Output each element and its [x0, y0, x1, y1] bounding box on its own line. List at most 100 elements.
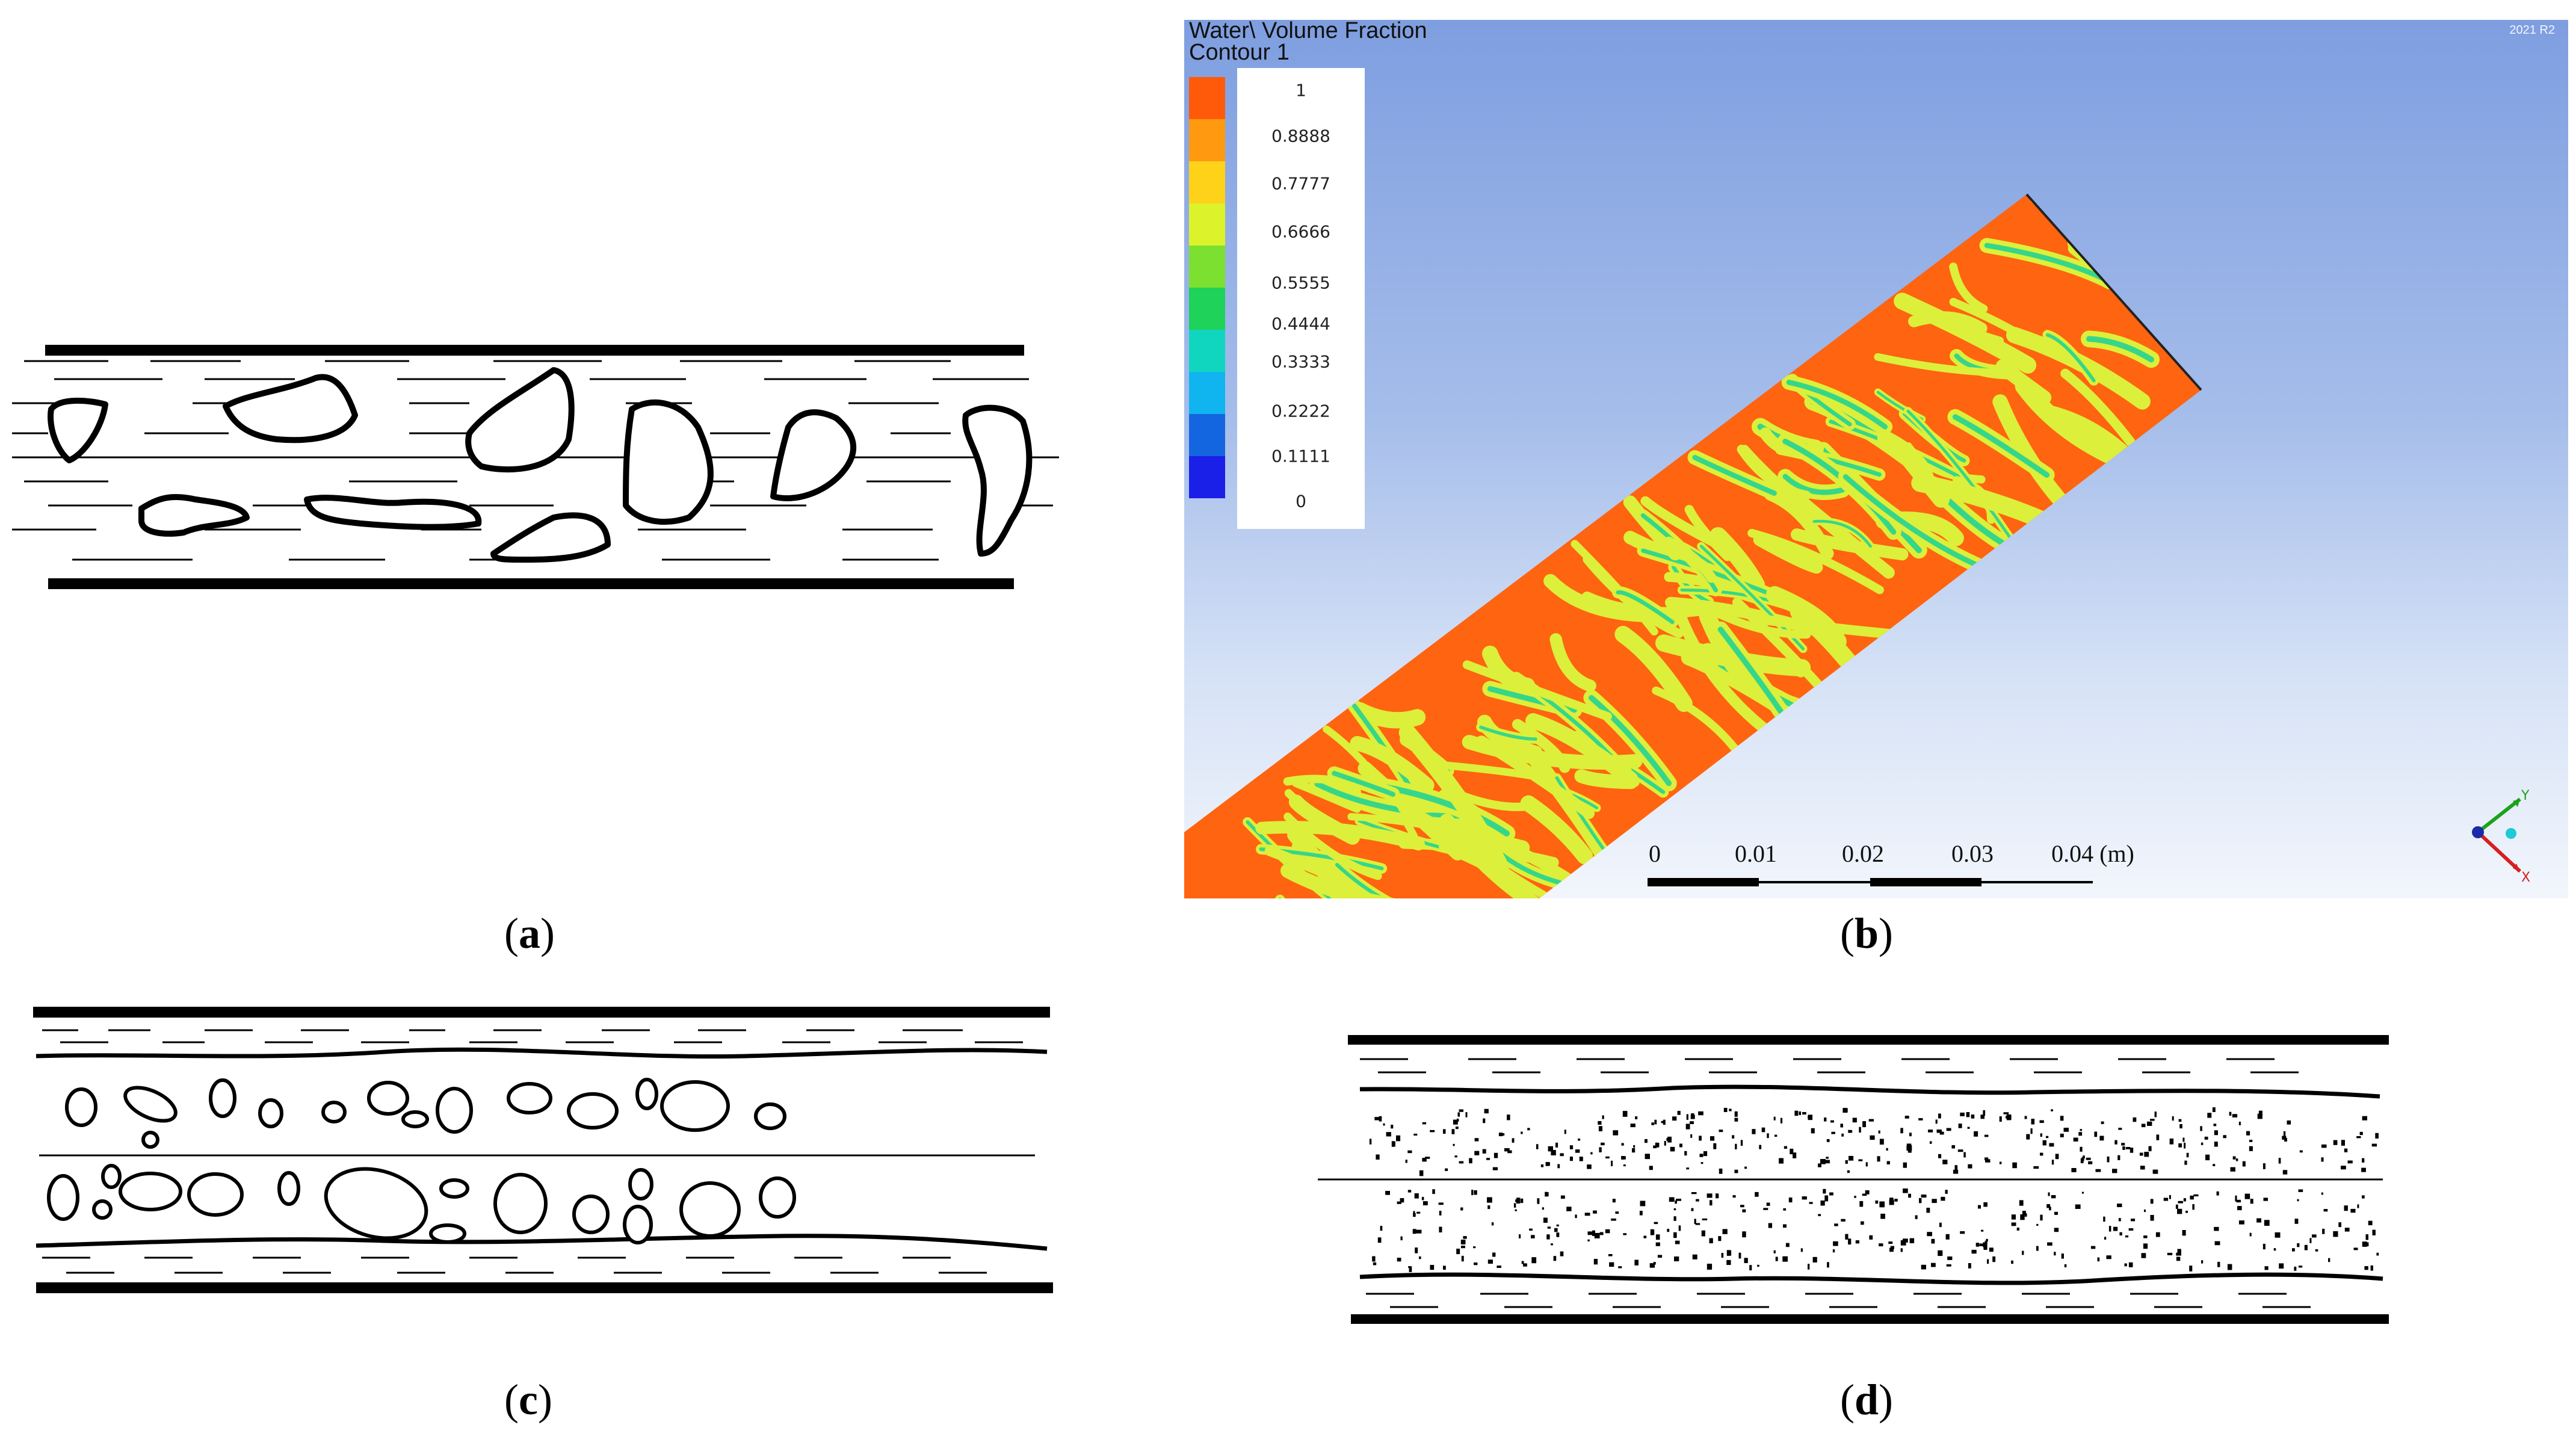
mist-droplet	[1673, 1216, 1676, 1221]
mist-droplet	[2148, 1146, 2152, 1152]
mist-droplet	[1445, 1168, 1448, 1171]
mist-droplet	[1432, 1189, 1435, 1194]
mist-droplet	[1459, 1109, 1463, 1112]
mist-droplet	[2081, 1191, 2084, 1194]
mist-droplet	[2046, 1204, 2051, 1208]
legend-label: 0.3333	[1271, 351, 1330, 372]
volume-fraction-streak	[2067, 204, 2189, 244]
mist-droplet	[1721, 1253, 1724, 1258]
mist-droplet	[1407, 1150, 1412, 1154]
mist-droplet	[2119, 1232, 2122, 1236]
mist-droplet	[1783, 1208, 1787, 1211]
mist-droplet	[1782, 1256, 1788, 1262]
mist-droplet	[2036, 1246, 2039, 1251]
mist-droplet	[2051, 1195, 2056, 1199]
mist-droplet	[1823, 1188, 1826, 1194]
mist-droplet	[1938, 1250, 1943, 1256]
mist-droplet	[2060, 1116, 2064, 1121]
pipe-outlet-edge	[2025, 193, 2202, 391]
mist-droplet	[2009, 1114, 2012, 1120]
mist-droplet	[1415, 1247, 1418, 1253]
mist-droplet	[1929, 1141, 1932, 1144]
low-fraction-core	[2172, 327, 2201, 345]
mist-droplet	[1999, 1116, 2002, 1122]
mist-droplet	[1820, 1159, 1826, 1164]
mist-droplet	[1430, 1130, 1435, 1133]
mist-droplet	[1456, 1249, 1460, 1255]
mist-droplet	[1379, 1116, 1382, 1122]
mist-droplet	[1593, 1210, 1597, 1214]
mist-droplet	[1981, 1229, 1984, 1232]
mist-droplet	[1548, 1146, 1553, 1152]
mist-droplet	[1675, 1240, 1680, 1244]
mist-droplet	[2179, 1124, 2182, 1129]
mist-droplet	[2155, 1232, 2160, 1237]
mist-droplet	[1678, 1225, 1681, 1231]
legend-swatch	[1189, 456, 1225, 498]
mist-droplet	[1946, 1128, 1951, 1131]
mist-droplet	[2094, 1131, 2098, 1137]
mist-droplet	[1773, 1116, 1776, 1120]
mist-droplet	[1719, 1130, 1723, 1133]
mist-droplet	[1886, 1148, 1888, 1151]
volume-fraction-streak	[1663, 536, 1717, 583]
mist-droplet	[1703, 1151, 1708, 1157]
mist-droplet	[2338, 1222, 2341, 1228]
mist-droplet	[1513, 1203, 1516, 1208]
mist-droplet	[1939, 1222, 1942, 1228]
mist-droplet	[1808, 1114, 1813, 1120]
mist-droplet	[2080, 1146, 2083, 1152]
mist-droplet	[1454, 1155, 1457, 1158]
mist-droplet	[2356, 1136, 2361, 1139]
liquid-film-top	[36, 1047, 1048, 1059]
mist-droplet	[1710, 1200, 1713, 1206]
mist-droplet	[2118, 1128, 2122, 1130]
volume-fraction-streak	[1949, 262, 1988, 313]
low-fraction-core	[1786, 380, 1888, 430]
mist-droplet	[1546, 1162, 1550, 1166]
volume-fraction-streak	[1894, 292, 2037, 374]
mist-droplet	[1971, 1114, 1975, 1119]
mist-droplet	[1396, 1135, 1401, 1142]
mist-droplet	[1645, 1139, 1648, 1143]
annular-bubbly-flow-drawing	[33, 1007, 1053, 1293]
axis-origin	[2472, 826, 2484, 838]
volume-fraction-streak	[1462, 735, 1643, 770]
mist-droplet	[1611, 1218, 1616, 1221]
mist-droplet	[1653, 1262, 1656, 1265]
mist-droplet	[2031, 1119, 2035, 1125]
mist-droplet	[1825, 1160, 1830, 1164]
mist-droplet	[2207, 1113, 2212, 1118]
mist-droplet	[1587, 1239, 1590, 1241]
mist-droplet	[2189, 1266, 2193, 1272]
mist-droplet	[2235, 1158, 2238, 1161]
mist-droplet	[2250, 1199, 2253, 1204]
mist-droplet	[2264, 1266, 2269, 1270]
mist-droplet	[1554, 1228, 1558, 1232]
mist-droplet	[1632, 1148, 1635, 1153]
mist-droplet	[2321, 1192, 2323, 1195]
mist-droplet	[2213, 1123, 2217, 1126]
mist-droplet	[1421, 1197, 1424, 1201]
contour-title-line1: Water\ Volume Fraction	[1189, 20, 1427, 43]
mist-droplet	[1407, 1190, 1412, 1193]
mist-droplet	[1484, 1108, 1489, 1114]
mist-droplet	[1461, 1246, 1465, 1249]
mist-droplet	[1443, 1129, 1446, 1134]
mist-droplet	[1400, 1236, 1403, 1241]
mist-droplet	[1744, 1258, 1748, 1263]
mist-droplet	[1557, 1164, 1560, 1169]
mist-droplet	[1742, 1231, 1746, 1238]
mist-droplet	[2124, 1263, 2127, 1267]
mist-droplet	[1879, 1243, 1883, 1247]
mist-droplet	[1774, 1134, 1778, 1137]
x-axis-arrow	[2476, 830, 2522, 873]
mist-droplet	[2297, 1199, 2299, 1202]
mist-droplet	[2201, 1260, 2204, 1264]
mist-droplet	[2012, 1162, 2017, 1169]
mist-droplet	[1931, 1238, 1935, 1244]
mist-droplet	[1392, 1141, 1395, 1147]
mist-droplet	[2143, 1243, 2148, 1249]
mist-droplet	[2117, 1204, 2122, 1207]
legend-swatch	[1189, 246, 1225, 288]
